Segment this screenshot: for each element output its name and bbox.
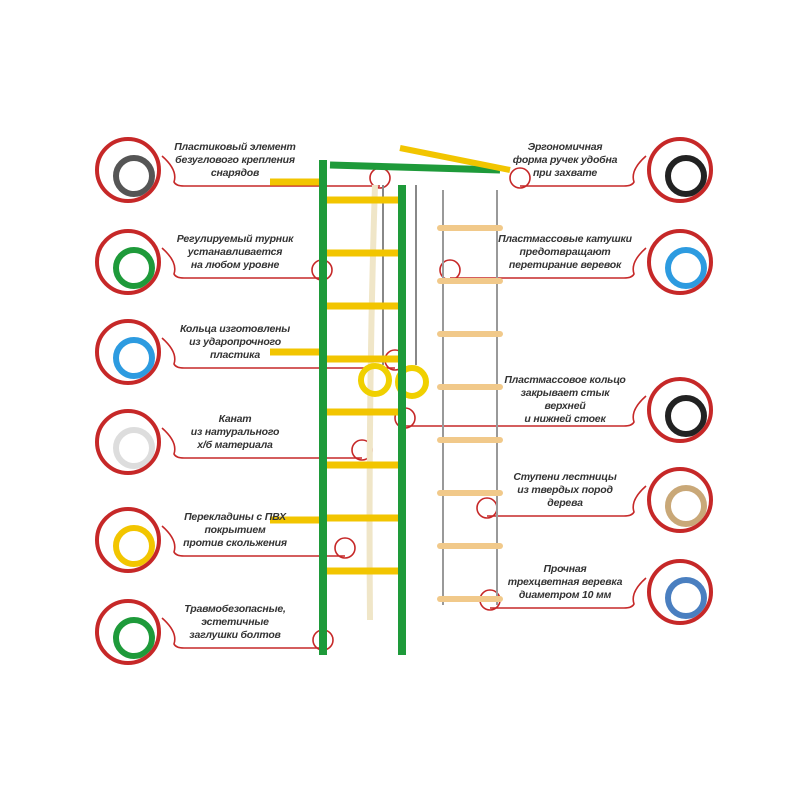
callout-line: пластика <box>209 348 261 361</box>
callout-line: Ступени лестницы <box>513 470 617 483</box>
callout-line: Травмобезопасные, <box>184 602 286 615</box>
callout-line: трехцветная веревка <box>507 575 623 588</box>
handle-icon <box>647 137 713 203</box>
callout-line: закрывает стык <box>520 387 610 399</box>
callout-line: против скольжения <box>183 536 287 549</box>
ring-icon <box>95 319 161 385</box>
callout-line: перетирание веревок <box>508 258 622 271</box>
callout-line: из ударопрочного <box>189 335 281 348</box>
callout-line: при захвате <box>532 166 598 179</box>
adjustable-bar-icon <box>95 229 161 295</box>
callout-line: на любом уровне <box>190 258 280 271</box>
callout-line: форма ручек удобна <box>512 153 618 166</box>
rope-icon <box>95 409 161 475</box>
callout-line: Кольца изготовлены <box>179 322 291 335</box>
callout-line: предотвращают <box>519 245 611 258</box>
callout-line: х/б материала <box>197 438 273 451</box>
callout-line: покрытием <box>204 523 266 536</box>
callout-line: и нижней стоек <box>524 413 606 425</box>
bolt-cap-icon <box>95 599 161 665</box>
tricolor-rope-icon <box>647 559 713 625</box>
wall-bars <box>270 145 511 655</box>
callout-line: Пластмассовое кольцо <box>504 374 626 386</box>
spool-icon <box>647 229 713 295</box>
callout-line: из натурального <box>190 425 280 438</box>
callout-line: устанавливается <box>187 245 283 258</box>
callout-line: Пластиковый элемент <box>174 140 296 153</box>
callout-line: из твердых пород <box>517 483 613 496</box>
callout-line: Перекладины с ПВХ <box>184 510 286 523</box>
callout-line: Эргономичная <box>527 140 603 153</box>
callout-line: снарядов <box>210 166 260 179</box>
callout-line: Регулируемый турник <box>176 232 294 245</box>
callout-line: Прочная <box>543 562 587 575</box>
callout-line: заглушки болтов <box>189 628 281 641</box>
rung-icon <box>95 507 161 573</box>
callout-line: эстетичные <box>201 615 269 628</box>
callout-line: Пластмассовые катушки <box>498 232 632 245</box>
joint-ring-icon <box>647 377 713 443</box>
plastic-mount-icon <box>95 137 161 203</box>
callout-line: диаметром 10 мм <box>518 588 612 601</box>
wall-rungs <box>323 196 402 575</box>
wood-step-icon <box>647 467 713 533</box>
callout-line: дерева <box>547 496 583 509</box>
rope-ladder-steps <box>437 225 503 602</box>
callout-line: безуглового крепления <box>175 153 295 166</box>
callout-line: верхней <box>544 400 586 412</box>
callout-line: Канат <box>218 412 252 425</box>
